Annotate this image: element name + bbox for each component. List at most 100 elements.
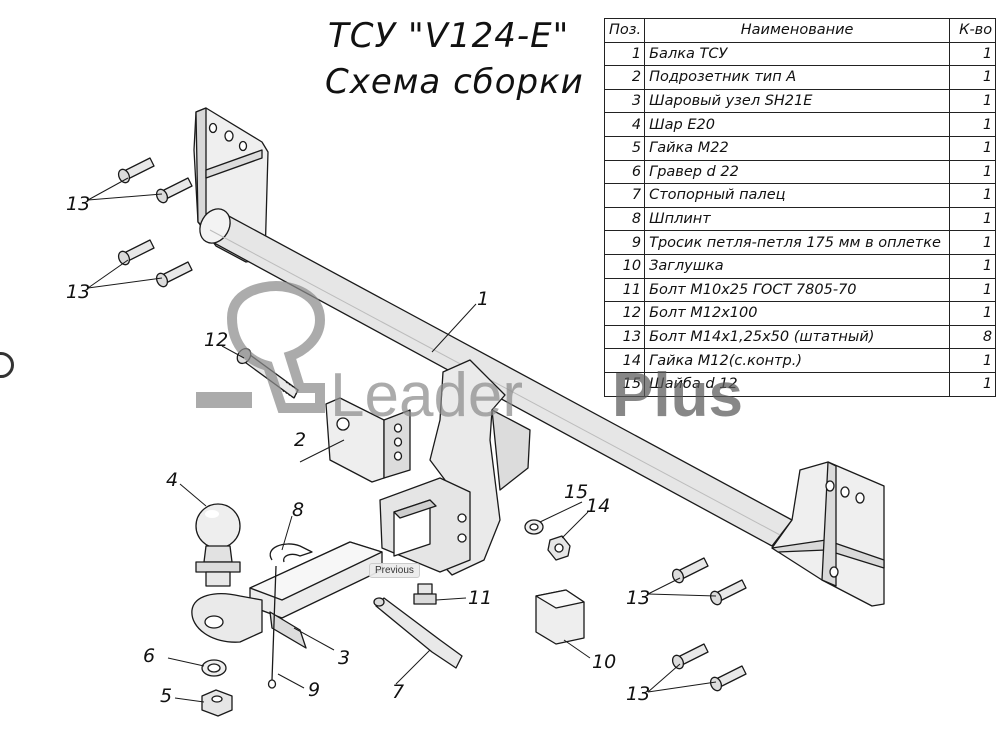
row-pos: 14 [603,348,646,373]
previous-tooltip: Previous [369,563,420,578]
row-pos: 10 [603,253,646,279]
row-name: Болт М10х25 ГОСТ 7805-70 [644,277,951,303]
bolt-m14-group-top-left [117,157,193,204]
row-pos: 2 [603,65,646,90]
row-pos: 4 [603,112,646,137]
callout-8: 8 [292,499,304,521]
washer-d12 [524,519,544,535]
callout-11: 11 [468,587,492,609]
row-pos: 8 [603,206,646,232]
row-qty: 1 [949,277,997,303]
row-name: Шар Е20 [644,112,951,137]
bolt-m14-group-mid-left [117,239,193,288]
end-plug [535,589,585,645]
watermark-logo-icon [226,280,326,413]
row-qty: 1 [949,371,997,397]
row-pos: 11 [603,277,646,303]
previous-nav-button[interactable] [0,352,14,378]
washer-d22 [201,659,227,677]
row-pos: 6 [603,159,646,185]
row-pos: 9 [603,230,646,255]
right-mounting-bracket [771,461,885,607]
row-qty: 8 [949,324,997,350]
row-qty: 1 [949,348,997,373]
row-name: Болт М14х1,25х50 (штатный) [644,324,951,350]
row-name: Заглушка [644,253,951,279]
row-name: Подрозетник тип А [644,65,951,90]
header-pos: Поз. [603,18,646,43]
tow-ball [195,503,241,587]
callout-4: 4 [166,469,178,491]
row-pos: 3 [603,88,646,114]
header-qty: К-во [949,18,997,43]
callout-3: 3 [338,647,350,669]
row-pos: 13 [603,324,646,350]
callout-6: 6 [143,645,155,667]
row-name: Тросик петля-петля 175 мм в оплетке [644,230,951,255]
row-qty: 1 [949,135,997,161]
callout-1: 1 [477,288,489,310]
callout-7: 7 [392,681,404,703]
callout-5: 5 [160,685,172,707]
watermark: Leader Plus [196,280,743,430]
nut-m12 [547,535,571,561]
callout-14: 14 [586,495,610,517]
callout-13-top-left: 13 [66,193,90,215]
row-name: Балка ТСУ [644,41,951,67]
row-qty: 1 [949,301,997,326]
pin-clip [269,543,313,563]
row-qty: 1 [949,41,997,67]
watermark-word-plus: Plus [612,361,743,430]
callout-9: 9 [308,679,320,701]
central-hitch-frame [379,359,531,576]
row-name: Шплинт [644,206,951,232]
row-qty: 1 [949,65,997,90]
row-name: Гайка М12(с.контр.) [644,348,951,373]
row-qty: 1 [949,183,997,208]
watermark-logo-bar-icon [196,392,252,408]
callout-10: 10 [592,651,616,673]
bolt-m14-group-right-lower [671,643,747,692]
watermark-word-leader: Leader [330,361,523,430]
bolt-m14-group-right-upper [671,557,747,606]
locking-pin [373,597,463,669]
socket-bracket [325,397,411,483]
row-pos: 1 [603,41,646,67]
nut-m22 [201,689,233,717]
callout-15: 15 [564,481,588,503]
callout-13-right-lower: 13 [626,683,650,705]
row-name: Шаровый узел SH21E [644,88,951,114]
row-qty: 1 [949,88,997,114]
leader-lines [87,177,717,703]
diagram-subtitle: Схема сборки [325,62,584,102]
small-bolt-m10 [413,583,437,605]
row-pos: 7 [603,183,646,208]
row-name: Болт М12х100 [644,301,951,326]
row-pos: 12 [603,301,646,326]
row-pos: 15 [603,371,646,397]
row-qty: 1 [949,112,997,137]
row-name: Шайба d 12 [644,371,951,397]
callout-12: 12 [204,329,228,351]
row-qty: 1 [949,206,997,232]
row-qty: 1 [949,253,997,279]
callout-13-right-upper: 13 [626,587,650,609]
row-pos: 5 [603,135,646,161]
diagram-title: ТСУ "V124-E" [328,16,570,56]
